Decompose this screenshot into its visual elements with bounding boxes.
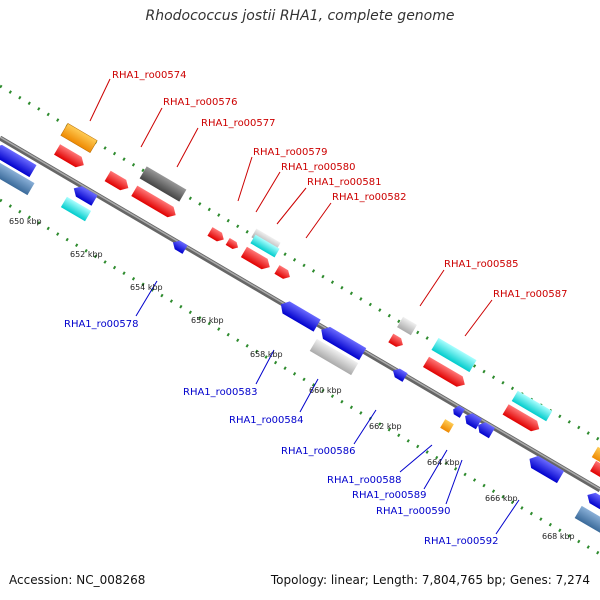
gene-blue-b [392,368,408,382]
bottom-strand-genes [0,144,600,537]
gene-blue-ro00588 [453,405,465,418]
gene-label-bottom: RHA1_ro00592 [424,536,499,547]
gene-dgray-ro00577 [139,166,187,202]
gene-label-top: RHA1_ro00581 [307,177,382,188]
gene-red-a [54,144,84,168]
bottom-gene-labels: RHA1_ro00578 RHA1_ro00583 RHA1_ro00584 R… [64,319,499,547]
gene-red-ro00582 [240,246,270,270]
gene-blue-ro00578 [172,240,188,254]
gene-label-top: RHA1_ro00582 [332,192,407,203]
gene-red-h [502,404,540,432]
gene-steel-edge [574,505,600,537]
gene-label-top: RHA1_ro00580 [281,162,356,173]
gene-label-top: RHA1_ro00577 [201,118,276,129]
top-callout-lines [89,78,493,337]
gene-cyan-ro00581 [250,234,280,258]
top-gene-labels: RHA1_ro00574 RHA1_ro00576 RHA1_ro00577 R… [112,70,568,300]
scale-label: 668 kbp [542,532,575,541]
gene-blue-ro00590 [465,413,482,430]
gene-red-edge [590,460,600,482]
gene-label-bottom: RHA1_ro00586 [281,446,356,457]
gene-label-top: RHA1_ro00587 [493,289,568,300]
gene-blue-c [478,422,495,439]
scale-label: 658 kbp [250,350,283,359]
gene-orange-edge [591,446,600,467]
gene-label-bottom: RHA1_ro00584 [229,415,304,426]
scale-label: 666 kbp [485,494,518,503]
gene-red-f [388,333,403,347]
scale-label: 664 kbp [427,458,460,467]
scale-label: 656 kbp [191,316,224,325]
scale-label: 662 kbp [369,422,402,431]
gene-red-g [422,356,465,387]
scale-label: 650 kbp [9,217,42,226]
gene-label-bottom: RHA1_ro00583 [183,387,258,398]
gene-label-bottom: RHA1_ro00578 [64,319,139,330]
scale-label: 652 kbp [70,250,103,259]
gene-label-top: RHA1_ro00576 [163,97,238,108]
scale-label: 660 kbp [309,386,342,395]
gene-blue-a [73,186,98,206]
gene-cyan-h [511,390,553,422]
gene-label-bottom: RHA1_ro00589 [352,490,427,501]
gene-label-top: RHA1_ro00585 [444,259,519,270]
gene-blue-ro00592 [529,455,565,484]
accession-text: Accession: NC_008268 [9,573,146,587]
gene-orange-ro00589 [440,419,454,433]
gene-label-bottom: RHA1_ro00588 [327,475,402,486]
gene-red-ro00576 [131,185,176,218]
scale-label: 654 kbp [130,283,163,292]
gene-label-top: RHA1_ro00574 [112,70,187,81]
gene-label-bottom: RHA1_ro00590 [376,506,451,517]
gene-red-b [104,170,129,191]
gene-cyan-a [60,196,92,222]
map-title: Rhodococcus jostii RHA1, complete genome [145,8,455,24]
gene-blue-ro00584 [321,326,367,361]
gene-red-e [274,265,290,279]
gene-lgray-ro00586 [309,338,359,376]
gene-blue-edge [587,492,600,514]
gene-steel-left [0,160,35,196]
gene-label-top: RHA1_ro00579 [253,147,328,158]
gene-orange-ro00574 [60,123,98,153]
top-strand-genes [54,123,600,482]
scale-labels: 650 kbp 652 kbp 654 kbp 656 kbp 658 kbp … [9,217,575,541]
gene-blue-ro00583 [280,301,321,332]
gene-lgray-ro00585 [397,316,417,336]
gene-blue-left [0,144,37,178]
genome-summary-text: Topology: linear; Length: 7,804,765 bp; … [270,573,590,587]
gene-cyan-ro00587 [431,337,477,373]
bottom-callout-lines [135,280,520,535]
gene-red-d [225,238,239,249]
gene-red-c [207,227,224,242]
